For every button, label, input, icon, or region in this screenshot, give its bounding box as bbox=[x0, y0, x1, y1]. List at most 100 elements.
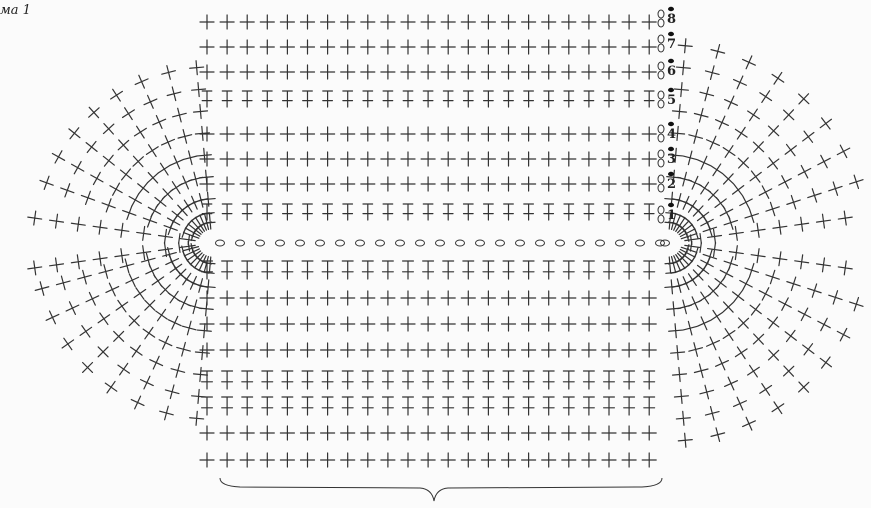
single-crochet-symbol bbox=[834, 142, 853, 161]
half-double-symbol bbox=[544, 204, 554, 220]
row-number-label: 5 bbox=[667, 93, 676, 108]
chain-stitch bbox=[476, 240, 485, 246]
single-crochet-symbol bbox=[156, 333, 175, 352]
single-crochet-symbol bbox=[502, 40, 516, 54]
single-crochet-symbol bbox=[84, 103, 104, 123]
single-crochet-symbol bbox=[756, 87, 775, 106]
single-crochet-symbol bbox=[421, 317, 435, 331]
single-crochet-symbol bbox=[164, 383, 181, 400]
single-crochet-symbol bbox=[189, 411, 204, 426]
single-crochet-symbol bbox=[93, 342, 113, 362]
single-crochet-symbol bbox=[280, 15, 294, 29]
single-crochet-symbol bbox=[781, 326, 801, 346]
single-crochet-symbol bbox=[522, 317, 536, 331]
single-crochet-symbol bbox=[542, 15, 556, 29]
single-crochet-symbol bbox=[401, 343, 415, 357]
single-crochet-symbol bbox=[717, 203, 736, 222]
half-double-symbol bbox=[523, 371, 534, 389]
single-crochet-symbol bbox=[139, 323, 158, 342]
single-crochet-symbol bbox=[70, 216, 86, 232]
single-crochet-symbol bbox=[781, 140, 801, 160]
single-crochet-symbol bbox=[191, 82, 206, 97]
single-crochet-symbol bbox=[827, 289, 845, 307]
half-double-symbol bbox=[343, 91, 353, 107]
single-crochet-symbol bbox=[704, 405, 721, 422]
half-double-symbol bbox=[222, 371, 233, 389]
single-crochet-symbol bbox=[169, 362, 186, 379]
single-crochet-symbol bbox=[481, 426, 495, 440]
single-crochet-symbol bbox=[622, 127, 636, 141]
single-crochet-symbol bbox=[816, 213, 832, 229]
single-crochet-symbol bbox=[674, 82, 689, 97]
single-crochet-symbol bbox=[642, 127, 656, 141]
single-crochet-symbol bbox=[193, 367, 208, 382]
half-double-symbol bbox=[263, 204, 273, 220]
single-crochet-symbol bbox=[676, 411, 691, 426]
chain-stitch bbox=[376, 240, 385, 246]
half-double-symbol bbox=[202, 397, 213, 415]
single-crochet-symbol bbox=[301, 40, 315, 54]
single-crochet-symbol bbox=[441, 343, 455, 357]
single-crochet-symbol bbox=[114, 248, 130, 264]
single-crochet-symbol bbox=[582, 65, 596, 79]
single-crochet-symbol bbox=[361, 15, 375, 29]
single-crochet-symbol bbox=[744, 361, 763, 380]
single-crochet-symbol bbox=[764, 121, 784, 141]
half-double-symbol bbox=[323, 204, 333, 220]
single-crochet-symbol bbox=[481, 127, 495, 141]
single-crochet-symbol bbox=[481, 152, 495, 166]
single-crochet-symbol bbox=[502, 453, 516, 467]
half-double-symbol bbox=[282, 397, 293, 415]
single-crochet-symbol bbox=[746, 167, 766, 187]
single-crochet-symbol bbox=[301, 15, 315, 29]
single-crochet-symbol bbox=[83, 289, 102, 308]
single-crochet-symbol bbox=[779, 105, 799, 125]
half-double-symbol bbox=[483, 397, 494, 415]
single-crochet-symbol bbox=[150, 113, 168, 131]
single-crochet-symbol bbox=[381, 317, 395, 331]
half-double-symbol bbox=[342, 397, 353, 415]
single-crochet-symbol bbox=[676, 171, 693, 188]
single-crochet-symbol bbox=[155, 280, 175, 300]
single-crochet-symbol bbox=[522, 40, 536, 54]
single-crochet-symbol bbox=[128, 152, 148, 172]
row-number-label: 1 bbox=[667, 208, 676, 223]
chain-stitch bbox=[296, 240, 305, 246]
chain-stitch bbox=[516, 240, 525, 246]
half-double-symbol bbox=[463, 397, 474, 415]
chain-stitch bbox=[636, 240, 645, 246]
single-crochet-symbol bbox=[166, 313, 185, 332]
single-crochet-symbol bbox=[114, 359, 133, 378]
single-crochet-symbol bbox=[361, 453, 375, 467]
single-crochet-symbol bbox=[361, 317, 375, 331]
single-crochet-symbol bbox=[63, 299, 82, 318]
single-crochet-symbol bbox=[461, 291, 475, 305]
single-crochet-symbol bbox=[166, 258, 185, 277]
half-double-symbol bbox=[644, 91, 654, 107]
half-double-symbol bbox=[563, 371, 574, 389]
single-crochet-symbol bbox=[441, 40, 455, 54]
single-crochet-symbol bbox=[321, 317, 335, 331]
single-crochet-symbol bbox=[321, 291, 335, 305]
single-crochet-symbol bbox=[240, 177, 254, 191]
single-crochet-symbol bbox=[768, 398, 787, 417]
half-double-symbol bbox=[464, 204, 474, 220]
single-crochet-symbol bbox=[401, 127, 415, 141]
half-double-symbol bbox=[464, 91, 474, 107]
single-crochet-symbol bbox=[49, 213, 65, 229]
single-crochet-symbol bbox=[240, 426, 254, 440]
turning-chain bbox=[658, 125, 664, 133]
half-double-symbol bbox=[263, 91, 273, 107]
single-crochet-symbol bbox=[582, 317, 596, 331]
half-double-symbol bbox=[362, 371, 373, 389]
single-crochet-symbol bbox=[195, 345, 210, 360]
single-crochet-symbol bbox=[746, 300, 766, 320]
single-crochet-symbol bbox=[582, 40, 596, 54]
single-crochet-symbol bbox=[743, 207, 761, 225]
single-crochet-symbol bbox=[704, 334, 723, 353]
single-crochet-symbol bbox=[220, 177, 234, 191]
bottom-brace bbox=[220, 478, 662, 501]
single-crochet-symbol bbox=[719, 142, 738, 161]
single-crochet-symbol bbox=[27, 210, 43, 226]
single-crochet-symbol bbox=[175, 294, 194, 313]
